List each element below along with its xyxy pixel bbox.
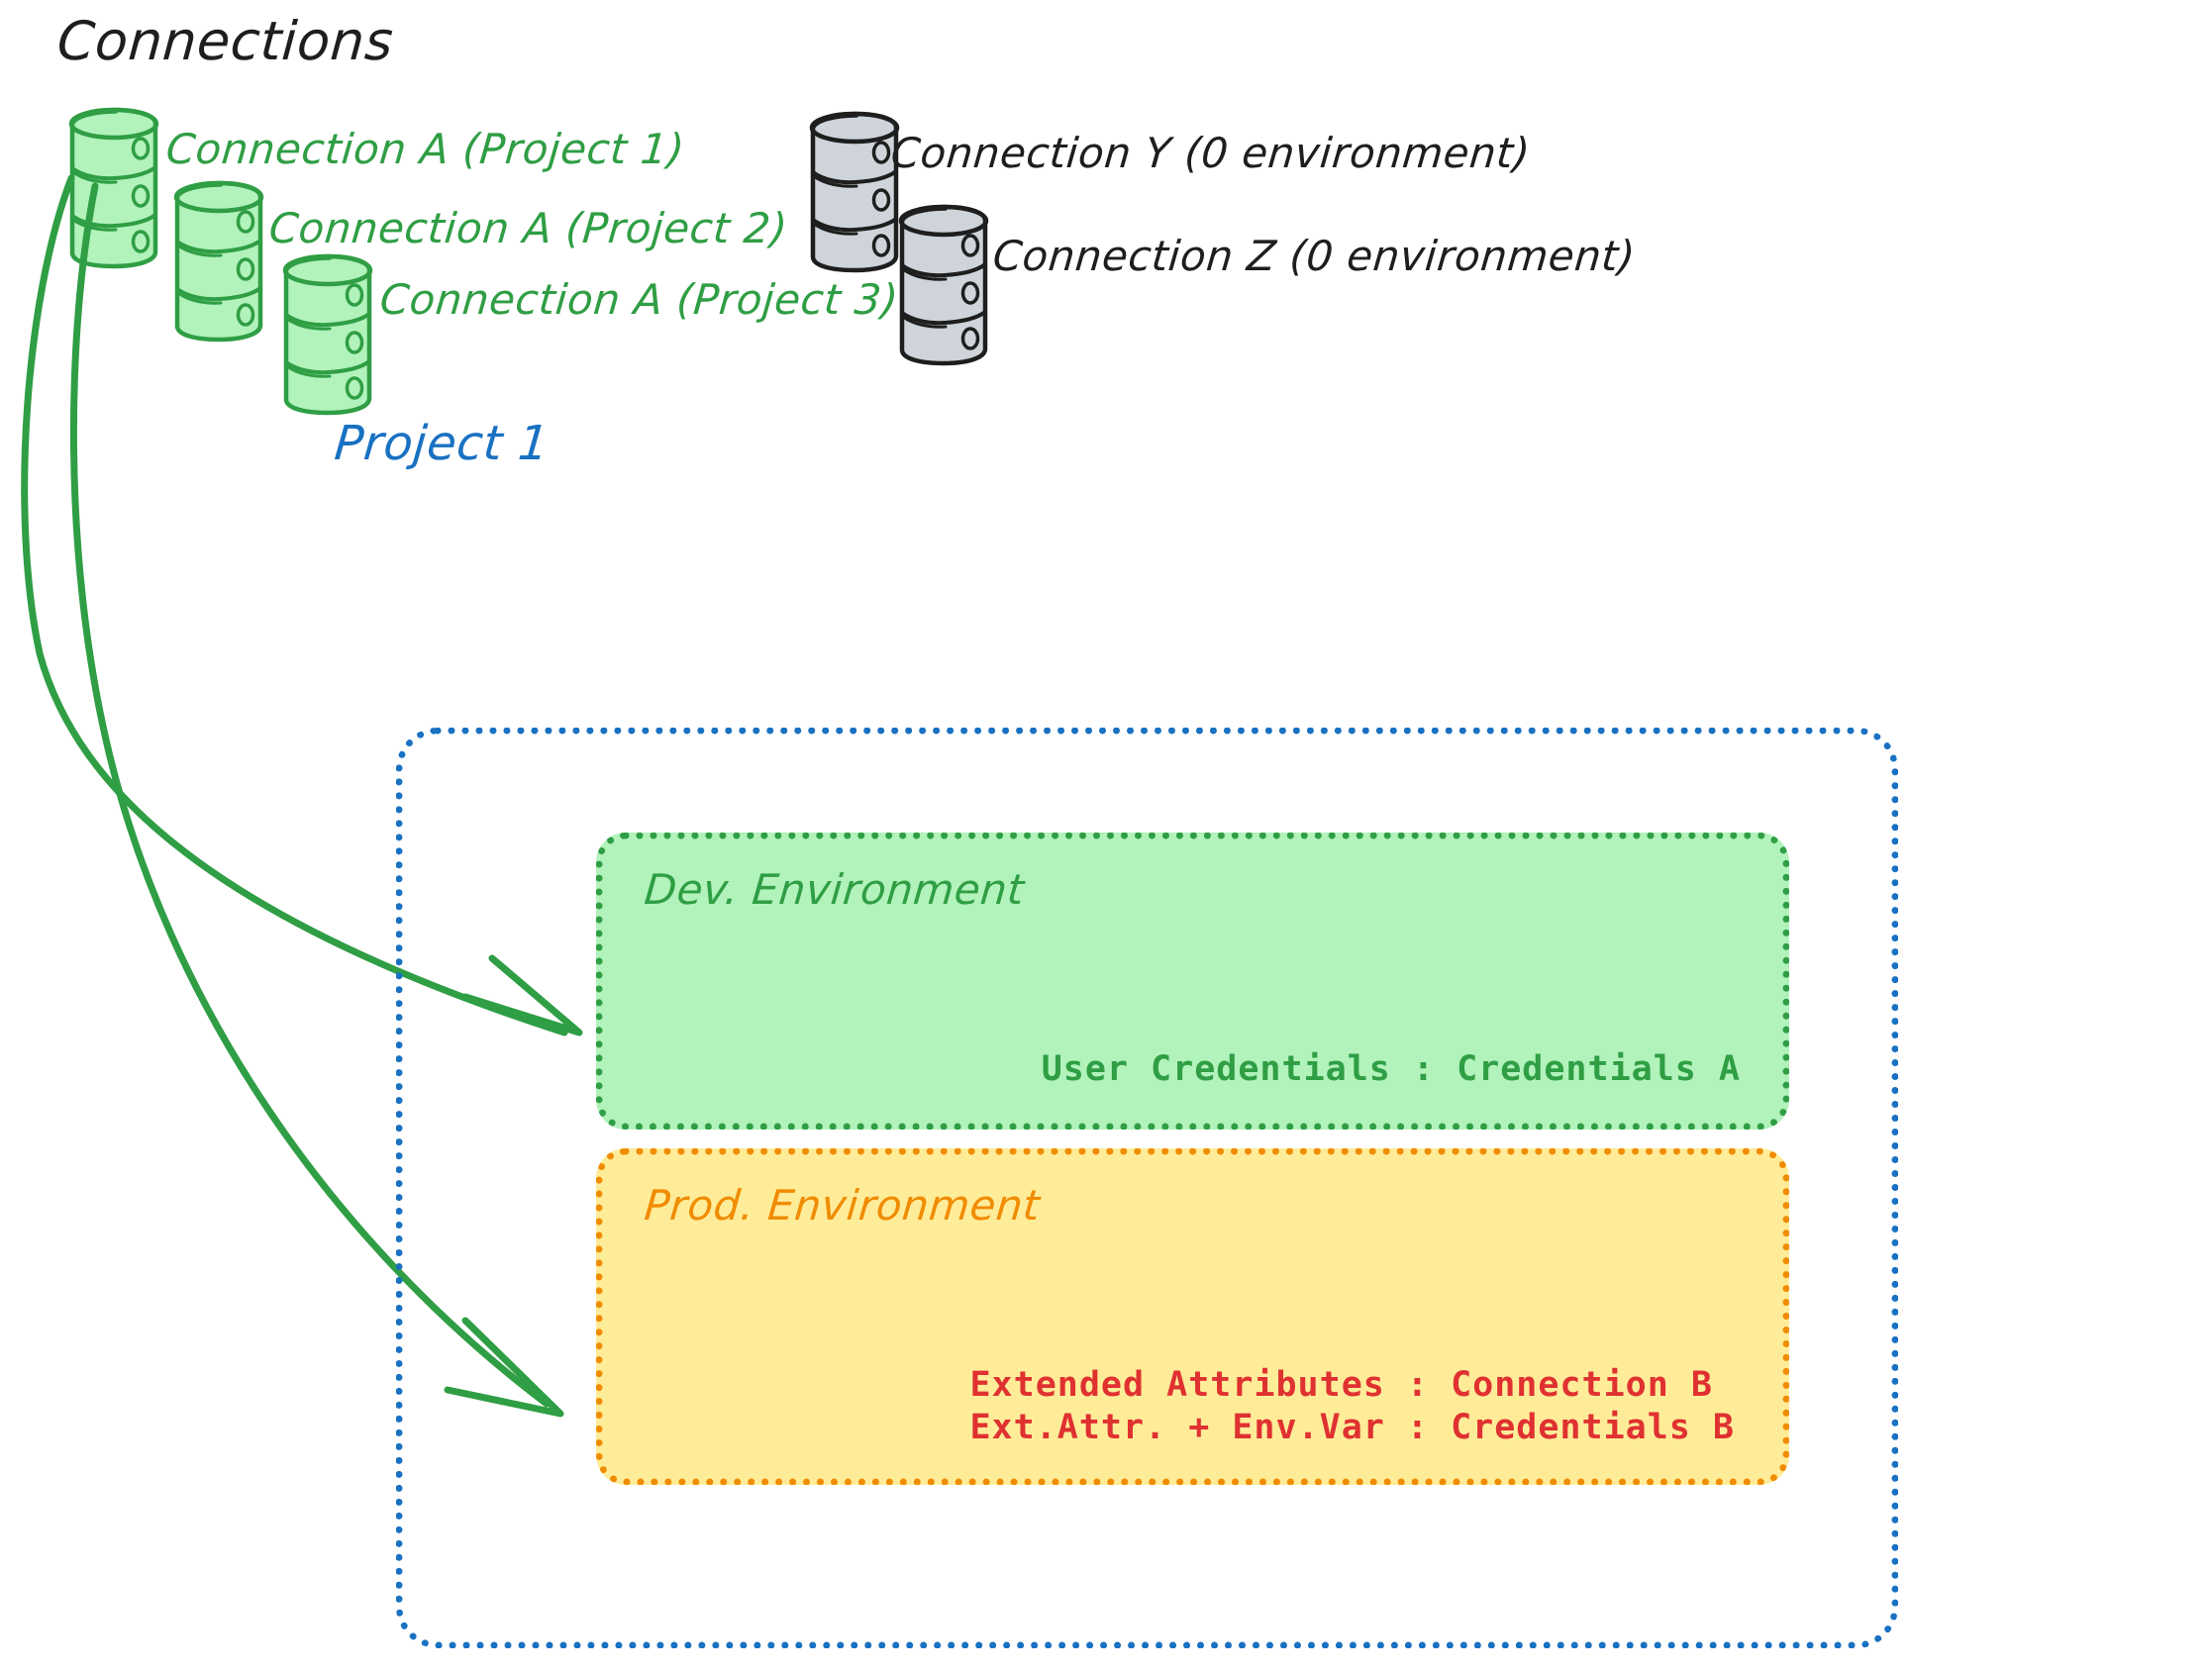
dev-environment-title: Dev. Environment: [642, 865, 1027, 914]
connection-label-y: Connection Y (0 environment): [888, 129, 1533, 177]
dev-environment-user-credentials: User Credentials : Credentials A: [1041, 1049, 1741, 1089]
connection-label-a-project-1: Connection A (Project 1): [163, 125, 687, 173]
database-icon-connection-a-project-3: [285, 255, 370, 414]
prod-environment-title: Prod. Environment: [642, 1181, 1043, 1230]
prod-environment-ext-attr-env-var: Ext.Attr. + Env.Var : Credentials B: [969, 1408, 1735, 1448]
prod-environment-details: Extended Attributes : Connection B Ext.A…: [969, 1364, 1735, 1451]
database-icon-connection-z: [901, 206, 986, 364]
prod-environment-extended-attributes: Extended Attributes : Connection B: [969, 1364, 1713, 1405]
dev-environment-box: Dev. Environment User Credentials : Cred…: [596, 833, 1789, 1130]
connection-label-a-project-3: Connection A (Project 3): [377, 275, 901, 324]
database-icon-connection-a-project-2: [176, 182, 261, 341]
database-icon-connection-y: [812, 113, 897, 271]
project-container: [396, 728, 1898, 1648]
connection-label-z: Connection Z (0 environment): [990, 232, 1638, 280]
prod-environment-box: Prod. Environment Extended Attributes : …: [596, 1148, 1789, 1485]
database-icon-connection-a-project-1: [71, 109, 156, 267]
project-title: Project 1: [332, 416, 552, 471]
page-title: Connections: [54, 10, 396, 72]
connection-label-a-project-2: Connection A (Project 2): [266, 204, 790, 252]
